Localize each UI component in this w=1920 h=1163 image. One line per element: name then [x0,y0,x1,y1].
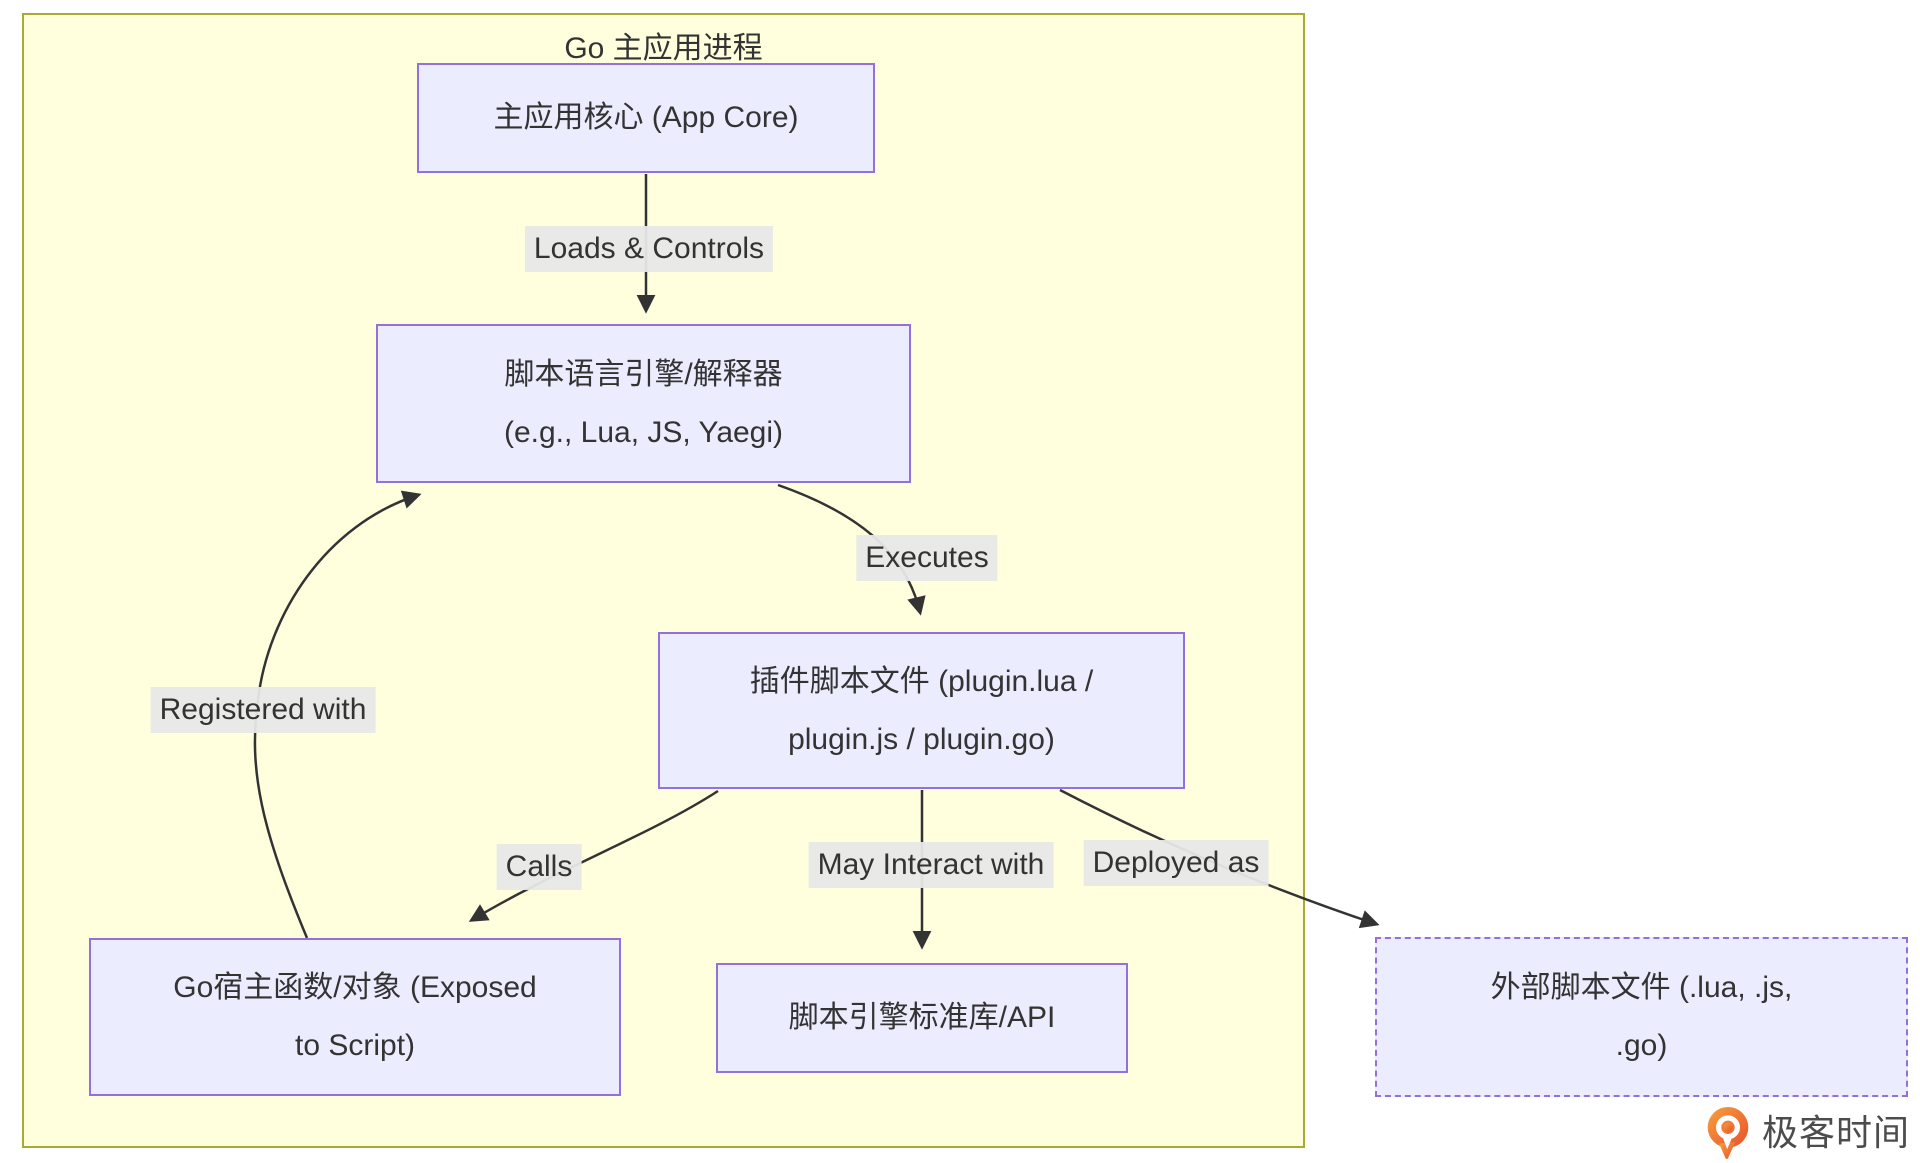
node-external-scripts: 外部脚本文件 (.lua, .js, .go) [1375,937,1908,1097]
edge-label-deployed-as: Deployed as [1083,840,1269,886]
geektime-watermark: 极客时间 [1702,1104,1910,1162]
edge-label-may-interact-with: May Interact with [808,842,1054,888]
node-plugin-script: 插件脚本文件 (plugin.lua / plugin.js / plugin.… [658,632,1185,789]
node-script-engine-line1: 脚本语言引擎/解释器 [504,357,783,391]
geektime-logo-icon [1707,1107,1749,1159]
edge-label-executes: Executes [856,535,998,581]
node-script-engine-line2: (e.g., Lua, JS, Yaegi) [503,415,784,449]
node-plugin-script-line2: plugin.js / plugin.go) [788,722,1055,756]
node-app-core-label: 主应用核心 (App Core) [493,101,799,134]
node-stdlib-api-label: 脚本引擎标准库/API [788,1001,1056,1034]
node-stdlib-api: 脚本引擎标准库/API [716,963,1128,1073]
node-script-engine: 脚本语言引擎/解释器 (e.g., Lua, JS, Yaegi) [376,324,911,483]
node-external-scripts-line2: .go) [1615,1029,1668,1062]
cluster-title: Go 主应用进程 [564,32,763,65]
edge-label-calls: Calls [496,844,582,890]
node-plugin-script-line1: 插件脚本文件 (plugin.lua / [749,664,1094,698]
node-external-scripts-line1: 外部脚本文件 (.lua, .js, [1490,971,1793,1004]
node-host-functions-line1: Go宿主函数/对象 (Exposed [173,971,537,1004]
geektime-logo-text: 极客时间 [1762,1112,1911,1153]
node-host-functions-line2: to Script) [294,1029,416,1062]
node-app-core: 主应用核心 (App Core) [417,63,875,173]
edge-label-registered-with: Registered with [150,687,376,733]
node-host-functions: Go宿主函数/对象 (Exposed to Script) [89,938,621,1096]
edge-label-loads-controls: Loads & Controls [524,226,774,272]
